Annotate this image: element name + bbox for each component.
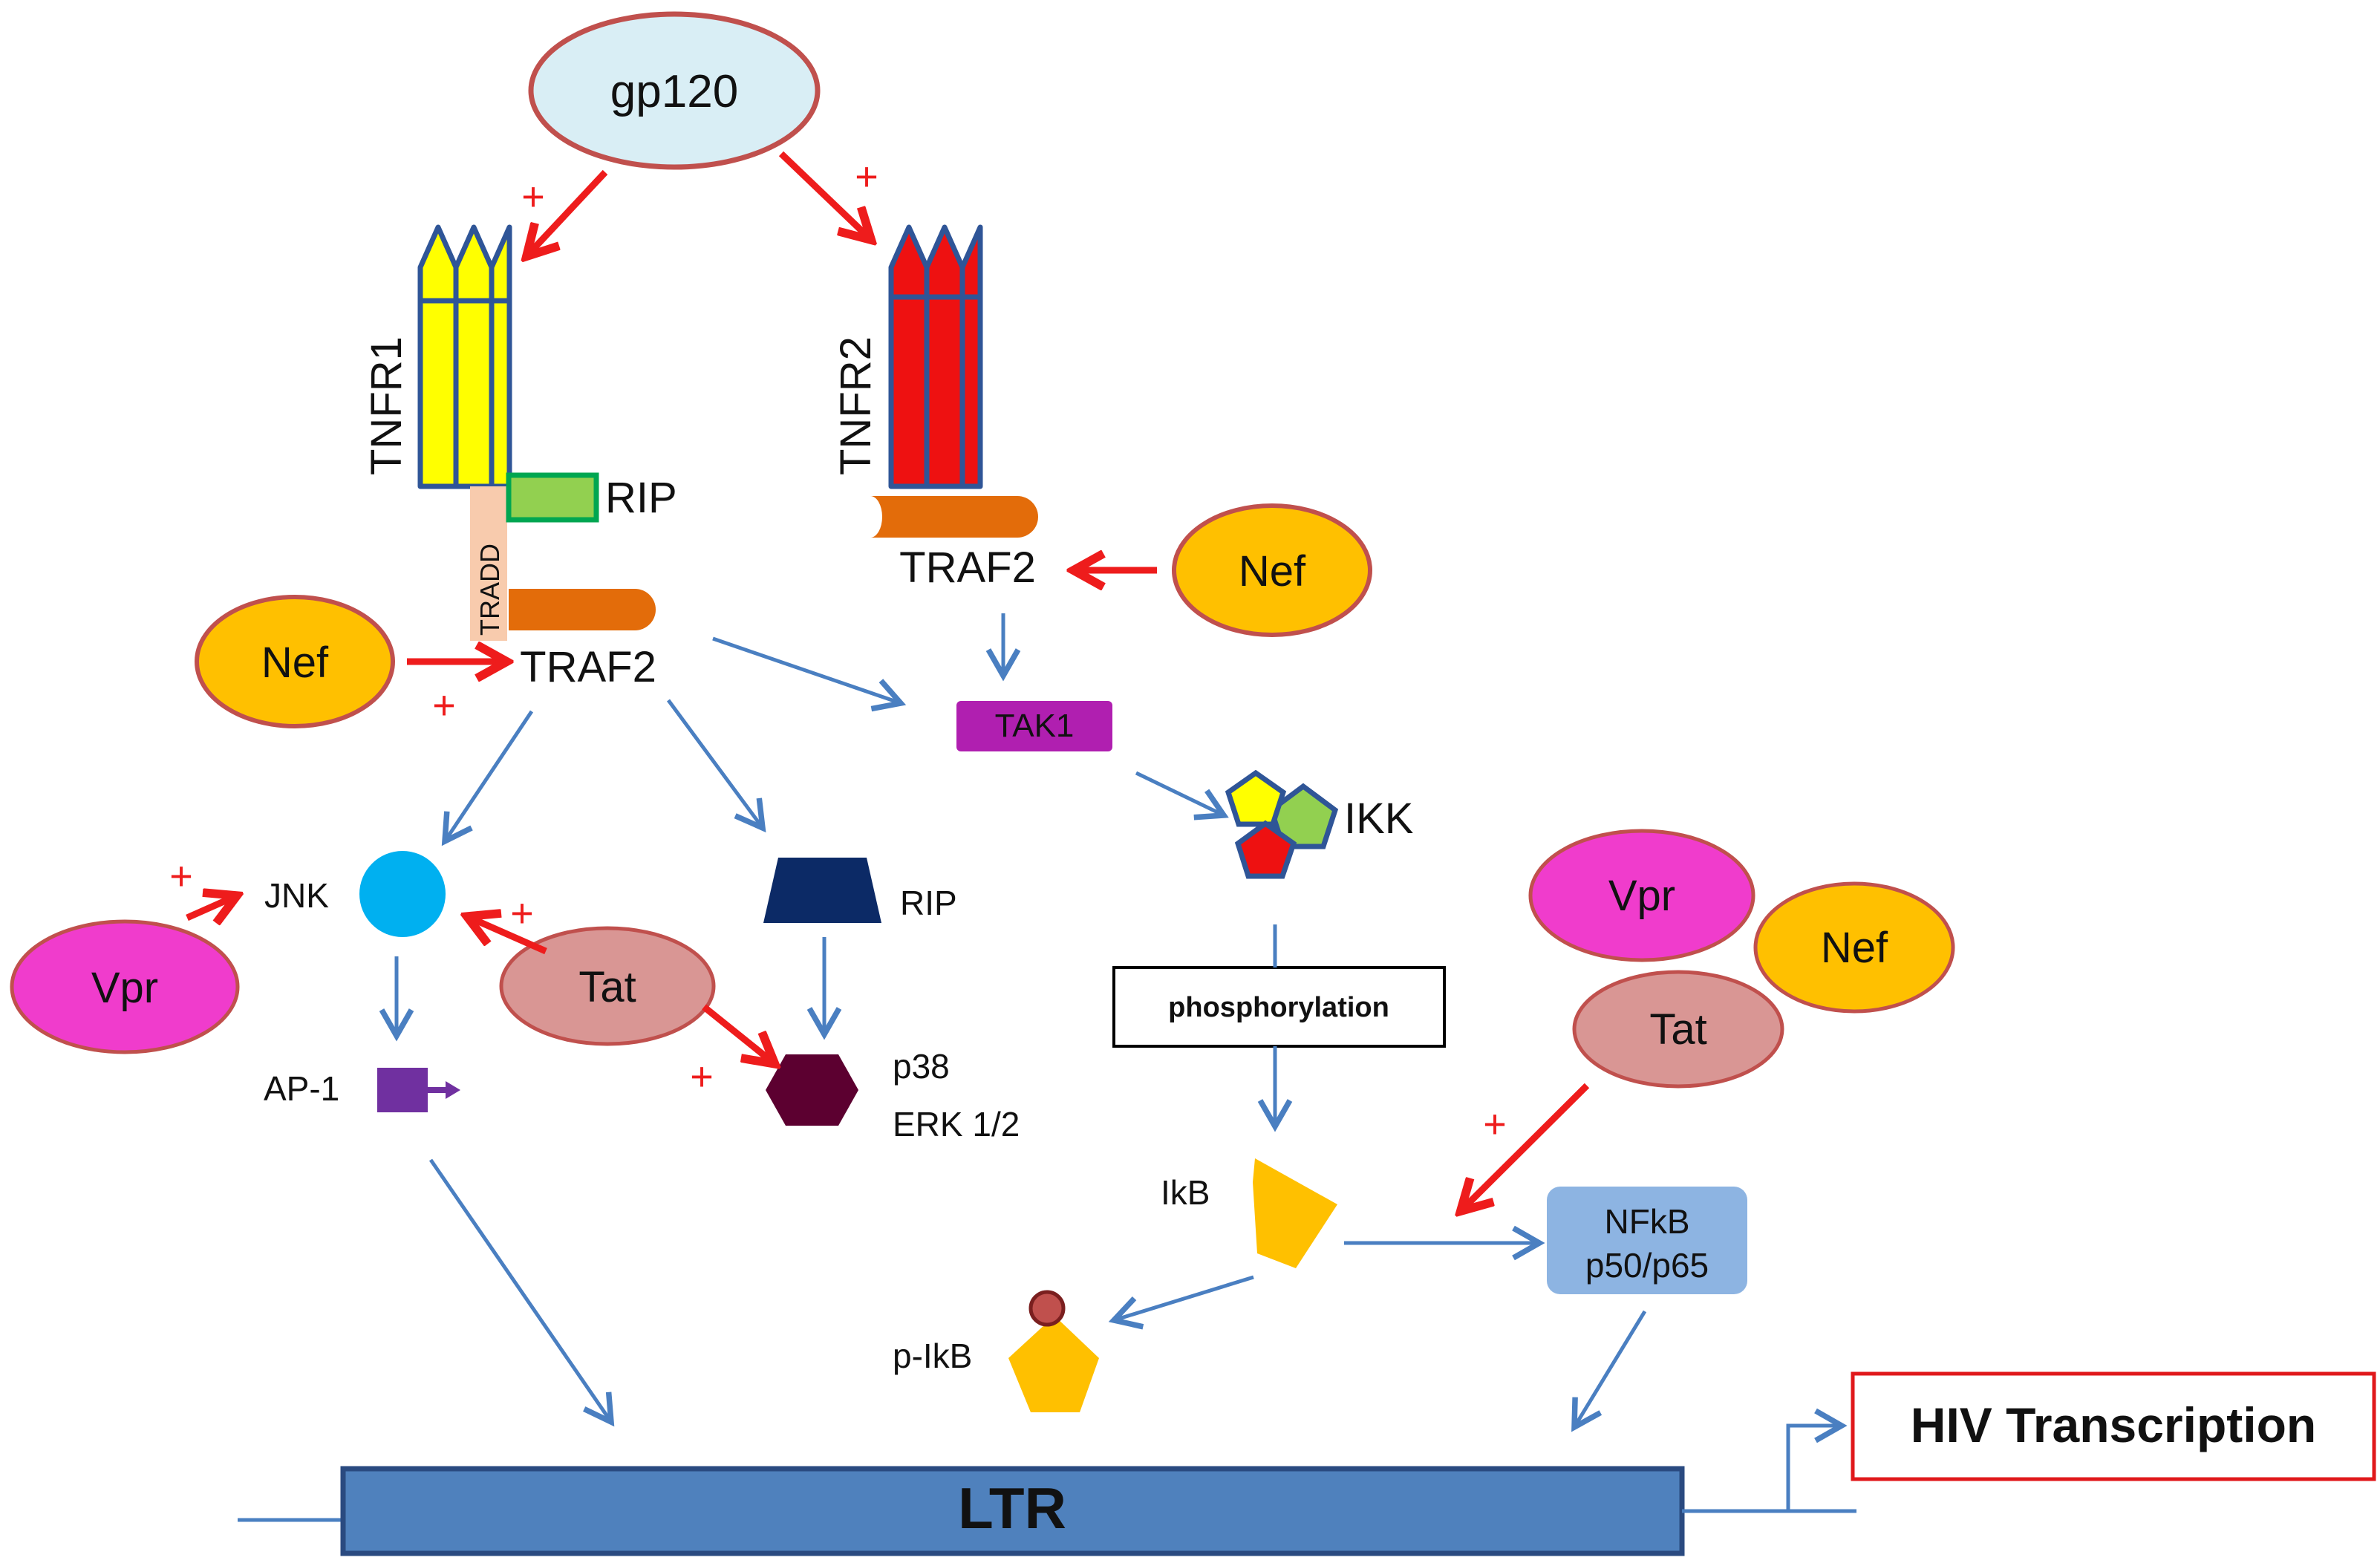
tradd-label: TRADD [475, 544, 505, 636]
ikk-complex: IKK [1225, 769, 1414, 879]
rip-receptor-box: RIP [506, 472, 677, 523]
arrow-traf2-to-rip [666, 699, 766, 833]
blue-arrows [379, 613, 1647, 1432]
arrow-gp120-to-tnfr2 [778, 151, 869, 238]
p-ikb-label: p-IkB [893, 1337, 972, 1375]
plus-signs: + + + + + + + [169, 154, 1507, 1146]
traf2-right-label: TRAF2 [899, 544, 1036, 592]
ikk-label: IKK [1344, 795, 1414, 843]
jnk-label: JNK [264, 876, 329, 915]
viral-protein-cluster: Vpr Nef Tat [1528, 829, 1955, 1089]
nef-right-label: Nef [1239, 547, 1306, 596]
tak1-label: TAK1 [995, 708, 1075, 744]
nef-right-node: Nef [1172, 503, 1372, 637]
nfkb-box: NFkB p50/p65 [1547, 1187, 1747, 1294]
receptor-icon [888, 224, 983, 489]
hiv-transcription-box: HIV Transcription [1851, 1371, 2376, 1481]
receptor-icon [417, 224, 512, 489]
phosphate-dot-icon [1028, 1290, 1066, 1327]
p38-erk-node: p38 ERK 1/2 [766, 1047, 1020, 1143]
tnfr2-label: TNFR2 [832, 336, 880, 475]
ltr-promoter: LTR [238, 1408, 1856, 1556]
plus-sign: + [690, 1054, 714, 1099]
ikb-node: IkB [1161, 1158, 1337, 1268]
nef-cluster-label: Nef [1821, 924, 1888, 972]
tat-center-node: Tat [499, 926, 716, 1046]
plus-sign: + [169, 854, 193, 898]
traf2-right: TRAF2 [870, 496, 1038, 592]
arrow-ap1-to-ltr [428, 1158, 615, 1427]
plus-sign: + [1483, 1102, 1507, 1146]
rip-kinase-label: RIP [900, 884, 957, 922]
plus-sign: + [855, 154, 878, 199]
nfkb-line1-label: NFkB [1605, 1202, 1690, 1241]
rip-receptor-label: RIP [605, 474, 677, 522]
arrow-traf2-left-to-tak1 [712, 636, 907, 712]
arrow-vpr-to-jnk [186, 897, 234, 918]
vpr-left-label: Vpr [91, 964, 158, 1012]
plus-sign: + [510, 891, 534, 936]
pentagon-icon [1008, 1316, 1099, 1412]
nef-left-label: Nef [261, 639, 329, 687]
arrow-cluster-to-nfkb [1463, 1083, 1590, 1209]
traf2-left: TRAF2 [509, 589, 656, 691]
tak1-box: TAK1 [956, 701, 1112, 751]
arrow-tat-to-p38 [702, 1004, 772, 1062]
rip-kinase-node: RIP [763, 858, 957, 923]
promoter-arrow-icon [1786, 1408, 1848, 1511]
ap1-label: AP-1 [264, 1069, 339, 1108]
nfkb-line2-label: p50/p65 [1585, 1246, 1709, 1285]
kinase-complex-icon [1225, 769, 1339, 879]
hiv-transcription-label: HIV Transcription [1911, 1397, 2316, 1452]
vpr-cluster-label: Vpr [1608, 872, 1675, 920]
hexagon-icon [766, 1054, 858, 1126]
tnfr2-receptor: TNFR2 [832, 224, 983, 489]
phosphorylation-box: phosphorylation [1112, 966, 1446, 1048]
arrow-traf2-to-jnk [441, 710, 534, 846]
arrow-nfkb-to-ltr [1571, 1310, 1647, 1432]
p-ikb-node: p-IkB [893, 1290, 1099, 1412]
tat-cluster-label: Tat [1649, 1005, 1706, 1054]
red-arrows [186, 151, 1590, 1209]
ap1-node: AP-1 [264, 1068, 460, 1112]
traf2-left-label: TRAF2 [520, 643, 656, 691]
trapezoid-icon [763, 858, 881, 923]
ltr-label: LTR [958, 1475, 1066, 1541]
arrow-ikb-to-p-ikb [1108, 1275, 1254, 1330]
tnfr1-receptor: TNFR1 [362, 224, 512, 489]
nef-left-node: Nef [195, 595, 395, 728]
arrow-tat-to-jnk [470, 918, 547, 955]
tradd-adapter: TRADD [470, 486, 507, 641]
jnk-node: JNK [264, 851, 446, 937]
plus-sign: + [521, 174, 545, 219]
tat-center-label: Tat [578, 963, 636, 1011]
p38-label: p38 [893, 1047, 950, 1086]
erk-label: ERK 1/2 [893, 1105, 1020, 1143]
arrow-tak1-to-ikk [1135, 771, 1229, 820]
vpr-left-node: Vpr [10, 919, 240, 1054]
pentagon-icon [1253, 1158, 1337, 1268]
gp120-node: gp120 [528, 11, 821, 170]
phosphorylation-label: phosphorylation [1168, 992, 1389, 1023]
tnfr1-label: TNFR1 [362, 336, 411, 475]
ikb-label: IkB [1161, 1173, 1210, 1212]
arrow-gp120-to-tnfr1 [529, 169, 608, 254]
plus-sign: + [432, 683, 456, 728]
gp120-label: gp120 [610, 66, 738, 117]
